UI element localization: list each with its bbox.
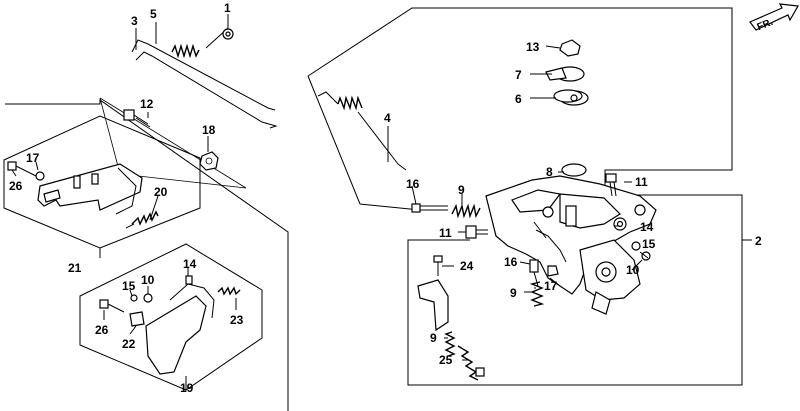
- callout-11-left: 11: [439, 226, 452, 240]
- nut-18: [199, 151, 219, 171]
- callout-10-group19: 10: [141, 273, 155, 287]
- callout-19: 19: [180, 381, 194, 395]
- callout-9-lower: 9: [430, 331, 437, 345]
- callout-labels: 1 2 3 4 5 6 7 8 9 9 9 10 10 11 11 12 13 …: [9, 1, 762, 395]
- callout-3: 3: [131, 14, 138, 28]
- governor-rod-4: [317, 91, 407, 171]
- callout-12: 12: [140, 97, 154, 111]
- callout-9-right: 9: [510, 286, 517, 300]
- callout-13: 13: [526, 40, 540, 54]
- callout-24: 24: [460, 259, 474, 273]
- callout-16-right: 16: [504, 255, 518, 269]
- throttle-rod-assembly: [131, 27, 278, 129]
- callout-23: 23: [230, 313, 244, 327]
- bracket-21-assembly: [7, 161, 159, 229]
- callout-8: 8: [546, 165, 553, 179]
- bolt-12: [123, 109, 151, 128]
- callout-20: 20: [154, 185, 168, 199]
- callout-4: 4: [384, 111, 391, 125]
- group-2-loose-parts: [411, 203, 559, 381]
- callout-9-upper: 9: [458, 183, 465, 197]
- callout-17-group2: 17: [544, 279, 558, 293]
- callout-17-group21: 17: [26, 151, 40, 165]
- outline-lines: [3, 7, 752, 411]
- callout-11-right: 11: [635, 175, 648, 189]
- callout-26-group19: 26: [95, 323, 109, 337]
- callout-15-group19: 15: [122, 279, 136, 293]
- callout-1: 1: [224, 1, 231, 15]
- callout-7: 7: [515, 68, 522, 82]
- callout-2: 2: [755, 234, 762, 248]
- callout-5: 5: [150, 7, 157, 21]
- callout-22: 22: [122, 337, 136, 351]
- callout-18: 18: [202, 123, 216, 137]
- callout-16-upper: 16: [406, 177, 420, 191]
- callout-25: 25: [439, 353, 453, 367]
- callout-21: 21: [68, 261, 82, 275]
- callout-6: 6: [515, 92, 522, 106]
- callout-14-group19: 14: [183, 257, 197, 271]
- callout-14-group2: 14: [640, 220, 654, 234]
- leader-lines: [11, 14, 649, 361]
- lever-19-assembly: [99, 275, 241, 375]
- callout-10-group2: 10: [626, 263, 640, 277]
- front-direction-arrow: FR.: [749, 3, 799, 33]
- callout-15-group2: 15: [642, 237, 656, 251]
- callout-26-group21: 26: [9, 179, 23, 193]
- arm-7-assembly: [545, 39, 589, 106]
- control-base-2: [485, 163, 657, 315]
